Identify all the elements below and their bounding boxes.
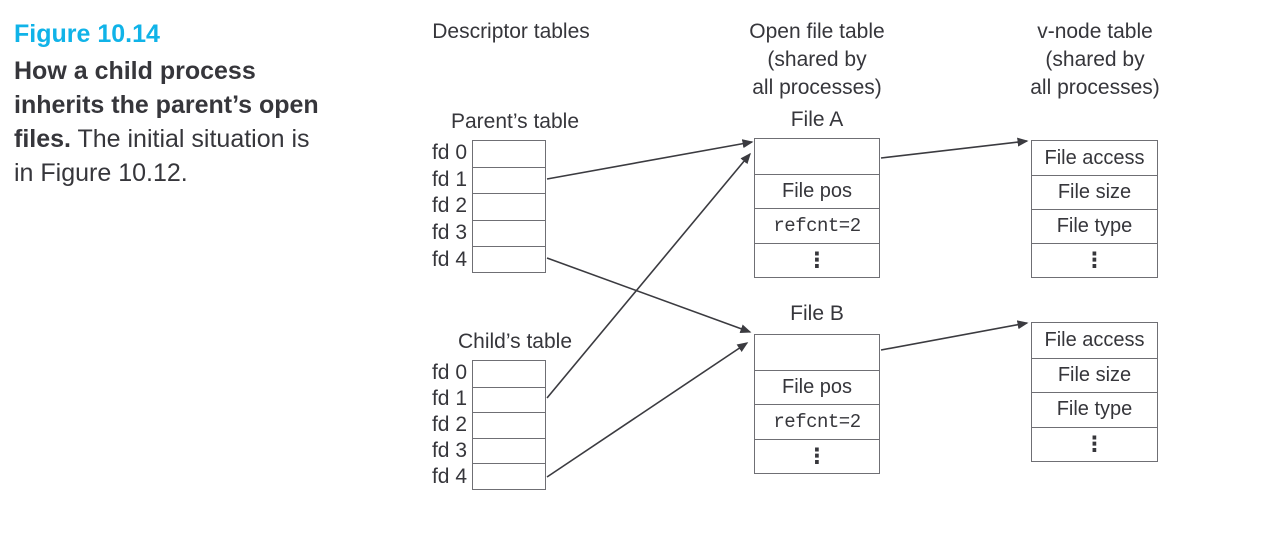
arrow-child-fd1-to-file-a [546,152,751,399]
file-access-field: File access [1044,328,1145,351]
file-type-field: File type [1032,392,1157,427]
file-entry-pointer-slot [755,335,879,370]
open-file-table-subtitle1: (shared by [767,48,867,71]
open-file-table-header: Open file table (shared by all processes… [727,18,907,102]
arrow-child-fd4-to-file-b [546,342,749,478]
file-a-label: File A [790,108,844,131]
caption-line: in Figure 10.12. [14,159,188,187]
open-file-table-title: Open file table [749,20,885,43]
caption-line: inherits the parent’s open [14,91,319,119]
file-a-entry: File pos refcnt=2 ⋮ [754,138,880,278]
figure-number: Figure 10.14 [14,20,160,48]
fd-label: fd 3 [431,439,467,462]
vnode-entry-2: File access File size File type ⋮ [1031,322,1158,462]
refcnt-field: refcnt=2 [755,208,879,243]
fd-slot [473,167,545,193]
arrow-file-a-to-vnode-1 [880,137,1029,159]
file-entry-pointer-slot [755,139,879,174]
descriptor-tables-header: Descriptor tables [432,20,590,43]
vnode-table-title: v-node table [1037,20,1153,43]
vnode-table-header: v-node table (shared by all processes) [1005,18,1185,102]
file-b-entry: File pos refcnt=2 ⋮ [754,334,880,474]
file-type-field: File type [1032,209,1157,243]
fd-label: fd 0 [431,141,467,165]
fd-label: fd 4 [431,247,467,271]
arrow-parent-fd4-to-file-b [546,257,752,333]
fd-slot [473,386,545,413]
fd-label: fd 1 [431,387,467,410]
figure-caption: Figure 10.14 How a child process inherit… [14,16,366,190]
fd-slot [473,245,545,272]
arrow-parent-fd1-to-file-a [546,139,754,180]
fd-slot [473,437,545,464]
parent-fd-labels: fd 0 fd 1 fd 2 fd 3 fd 4 [397,140,467,273]
file-size-field: File size [1032,357,1157,393]
ellipsis-row: ⋮ [755,242,879,278]
fd-slot [473,463,545,489]
refcnt-field: refcnt=2 [755,404,879,439]
parent-table-label: Parent’s table [450,110,580,133]
ellipsis-row: ⋮ [1032,243,1157,277]
file-access-field: File access [1044,146,1145,169]
file-pos-field: File pos [755,173,879,209]
file-b-label: File B [790,302,844,325]
child-table-label: Child’s table [457,330,572,353]
ellipsis-row: ⋮ [755,438,879,474]
fd-label: fd 0 [431,361,467,384]
fd-slot [473,219,545,246]
file-pos-field: File pos [755,369,879,405]
fd-label: fd 2 [431,413,467,436]
arrow-file-b-to-vnode-2 [880,320,1029,351]
fd-label: fd 2 [431,194,467,218]
fd-label: fd 4 [431,465,467,488]
fd-slot [473,361,545,387]
open-file-table-subtitle2: all processes) [752,76,882,99]
ellipsis-row: ⋮ [1032,426,1157,462]
fd-slot [473,412,545,438]
child-fd-labels: fd 0 fd 1 fd 2 fd 3 fd 4 [397,360,467,490]
vnode-table-subtitle1: (shared by [1045,48,1145,71]
fd-slot [473,141,545,167]
caption-line: How a child process [14,57,256,85]
fd-slot [473,193,545,219]
parent-descriptor-table [472,140,546,273]
file-size-field: File size [1032,175,1157,209]
figure-caption-text: How a child process inherits the parent’… [14,54,366,190]
vnode-entry-1: File access File size File type ⋮ [1031,140,1158,278]
fd-label: fd 1 [431,167,467,191]
caption-line: files. The initial situation is [14,125,310,153]
child-descriptor-table [472,360,546,490]
vnode-table-subtitle2: all processes) [1030,76,1160,99]
fd-label: fd 3 [431,221,467,245]
